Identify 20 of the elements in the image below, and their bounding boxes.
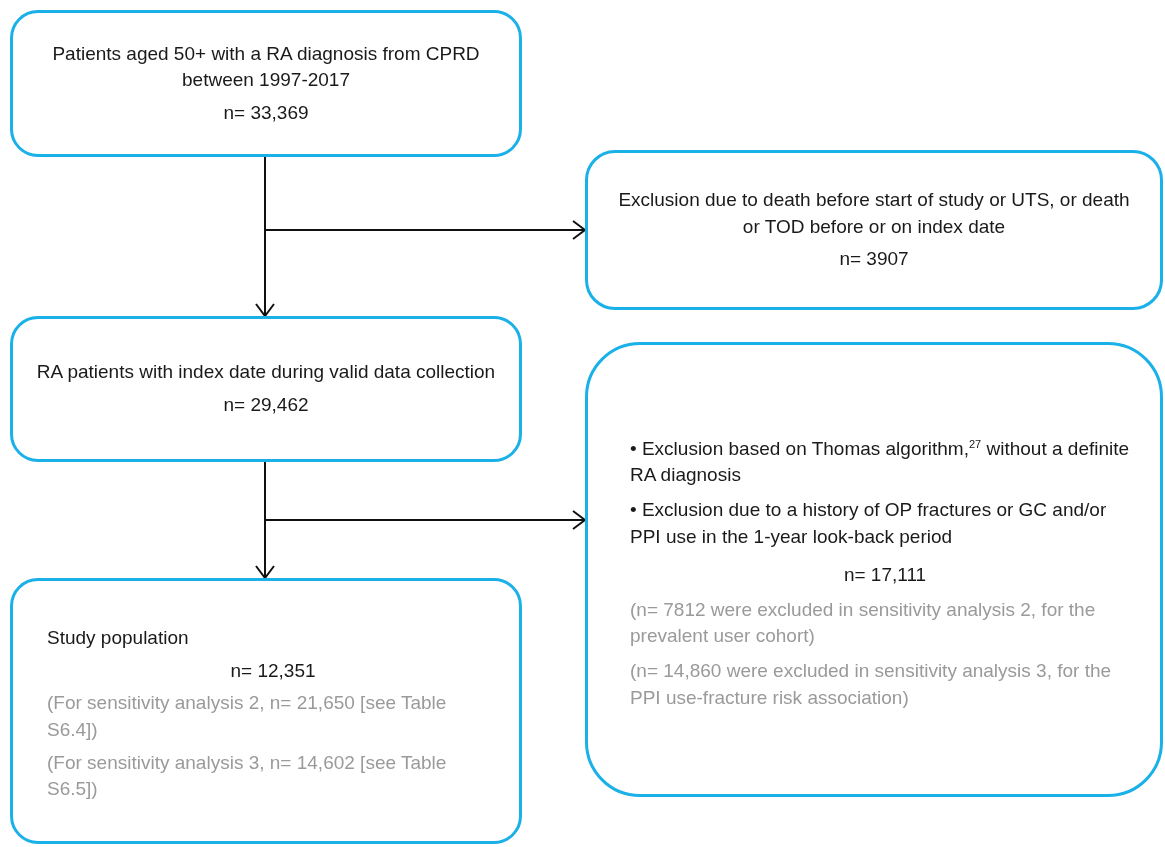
box-text: n= 17,111 bbox=[842, 563, 928, 588]
box-text: Exclusion due to death before start of study or UTS, or death or TOD before or on index date bbox=[618, 188, 1130, 239]
box-text: • Exclusion due to a history of OP fractures or GC and/or PPI use in the 1-year look-back period bbox=[630, 498, 1108, 549]
box-text: • Exclusion based on Thomas algorithm,$^{27}$ without a definite RA diagnosis bbox=[630, 436, 1131, 488]
box-text: n= 12,351 bbox=[229, 658, 317, 683]
box-text: n= 3907 bbox=[838, 247, 910, 272]
process-box bbox=[10, 316, 522, 462]
arrow bbox=[264, 461, 586, 530]
process-box bbox=[585, 342, 1163, 797]
process-box bbox=[10, 10, 522, 157]
process-box bbox=[585, 150, 1163, 310]
box-text: n= 33,369 bbox=[222, 100, 310, 125]
box-text: RA patients with index date during valid data collection bbox=[35, 360, 497, 385]
box-text: Study population bbox=[47, 626, 190, 651]
box-text: n= 29,462 bbox=[222, 393, 310, 417]
note-text: (n= 7812 were excluded in sensitivity analysis 2, for the prevalent user cohort) bbox=[630, 597, 1097, 649]
note-text: (For sensitivity analysis 3, n= 14,602 [see Table S6.5]) bbox=[47, 750, 448, 802]
note-text: (n= 14,860 were excluded in sensitivity analysis 3, for the PPI use-fracture risk association) bbox=[630, 659, 1113, 710]
note-text: (For sensitivity analysis 2, n= 21,650 [see Table S6.4]) bbox=[47, 691, 448, 742]
process-box bbox=[10, 578, 522, 844]
